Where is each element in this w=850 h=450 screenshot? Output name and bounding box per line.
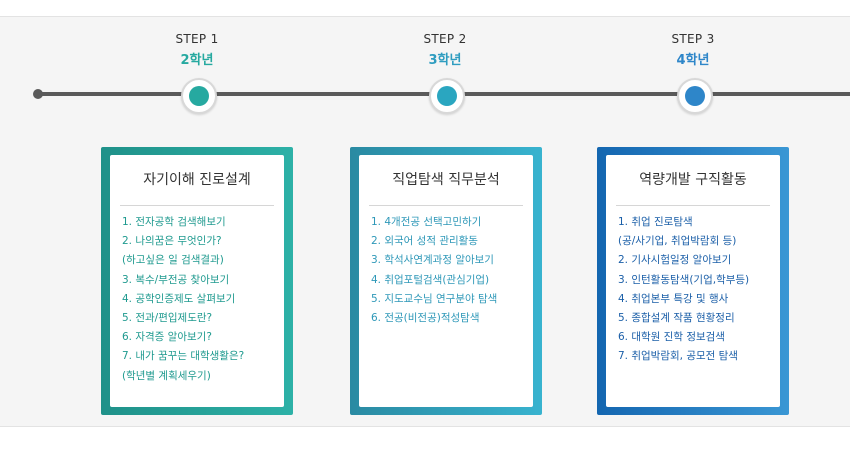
step-2-label: STEP 2: [423, 32, 467, 46]
step-3-header: STEP 3 4학년: [633, 32, 753, 68]
list-item: 2. 나의꿈은 무엇인가?: [122, 235, 222, 248]
step-3-card-title: 역량개발 구직활동: [616, 155, 770, 206]
step-3-node[interactable]: [677, 78, 713, 114]
step-1-label: STEP 1: [175, 32, 219, 46]
list-item: 3. 인턴활동탐색(기업,학부등): [618, 273, 750, 286]
list-item: 4. 취업포털검색(관심기업): [371, 273, 490, 286]
timeline-start-dot: [33, 89, 43, 99]
step-2-node-dot: [437, 86, 457, 106]
list-item: 3. 복수/부전공 찾아보기: [122, 273, 230, 286]
list-item: 1. 4개전공 선택고민하기: [371, 216, 482, 228]
step-1-header: STEP 1 2학년: [137, 32, 257, 68]
step-1-card: 자기이해 진로설계 1. 전자공학 검색해보기 2. 나의꿈은 무엇인가? (하…: [101, 147, 293, 415]
step-2-header: STEP 2 3학년: [385, 32, 505, 68]
list-item: 3. 학석사연계과정 알아보기: [371, 254, 494, 267]
list-item: 2. 외국어 성적 관리활동: [371, 235, 478, 248]
list-item: 5. 전과/편입제도란?: [122, 311, 213, 324]
step-3-list: 1. 취업 진로탐색 (공/사기업, 취업박람회 등) 2. 기사시험일정 알아…: [606, 206, 780, 370]
step-3-label: STEP 3: [671, 32, 715, 46]
list-item: 2. 기사시험일정 알아보기: [618, 254, 732, 267]
step-2-list: 1. 4개전공 선택고민하기 2. 외국어 성적 관리활동 3. 학석사연계과정…: [359, 206, 533, 331]
list-item: (하고싶은 일 검색결과): [122, 254, 224, 267]
list-item: 1. 전자공학 검색해보기: [122, 216, 226, 228]
step-2-card-body: 직업탐색 직무분석 1. 4개전공 선택고민하기 2. 외국어 성적 관리활동 …: [359, 155, 533, 407]
list-item: 6. 전공(비전공)적성탐색: [371, 311, 480, 324]
list-item: 1. 취업 진로탐색: [618, 216, 693, 228]
step-1-card-body: 자기이해 진로설계 1. 전자공학 검색해보기 2. 나의꿈은 무엇인가? (하…: [110, 155, 284, 407]
step-2-node[interactable]: [429, 78, 465, 114]
list-item: 5. 지도교수님 연구분야 탐색: [371, 292, 498, 305]
list-item: (공/사기업, 취업박람회 등): [618, 235, 737, 248]
list-item: 6. 자격증 알아보기?: [122, 331, 212, 344]
list-item: 4. 취업본부 특강 및 행사: [618, 292, 729, 305]
list-item: 6. 대학원 진학 정보검색: [618, 331, 725, 344]
list-item: 5. 종합설계 작품 현황정리: [618, 311, 735, 324]
step-1-list: 1. 전자공학 검색해보기 2. 나의꿈은 무엇인가? (하고싶은 일 검색결과…: [110, 206, 284, 389]
step-2-card-title: 직업탐색 직무분석: [369, 155, 523, 206]
step-3-card: 역량개발 구직활동 1. 취업 진로탐색 (공/사기업, 취업박람회 등) 2.…: [597, 147, 789, 415]
list-item: 7. 내가 꿈꾸는 대학생활은?: [122, 350, 245, 363]
step-1-card-title: 자기이해 진로설계: [120, 155, 274, 206]
list-item: 4. 공학인증제도 살펴보기: [122, 292, 236, 305]
step-3-node-dot: [685, 86, 705, 106]
step-3-grade: 4학년: [676, 53, 710, 68]
step-1-node[interactable]: [181, 78, 217, 114]
step-1-node-dot: [189, 86, 209, 106]
step-1-grade: 2학년: [180, 53, 214, 68]
list-item: (학년별 계획세우기): [122, 369, 211, 382]
step-2-grade: 3학년: [428, 53, 462, 68]
step-2-card: 직업탐색 직무분석 1. 4개전공 선택고민하기 2. 외국어 성적 관리활동 …: [350, 147, 542, 415]
step-3-card-body: 역량개발 구직활동 1. 취업 진로탐색 (공/사기업, 취업박람회 등) 2.…: [606, 155, 780, 407]
list-item: 7. 취업박람회, 공모전 탐색: [618, 350, 738, 363]
